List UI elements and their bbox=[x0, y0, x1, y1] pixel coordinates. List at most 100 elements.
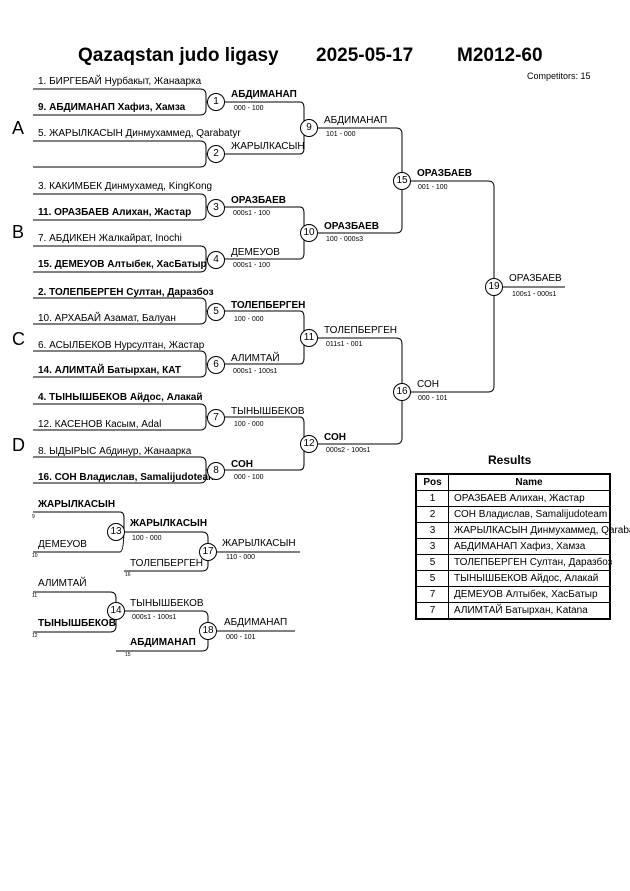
pool-label-c: C bbox=[12, 329, 25, 349]
table-row: 3 АБДИМАНАП Хафиз, Хамза bbox=[415, 538, 611, 555]
match-2-number: 2 bbox=[207, 145, 225, 163]
match-12-number: 12 bbox=[300, 435, 318, 453]
match-17-score: 110 - 000 bbox=[226, 554, 256, 561]
pool-label-d: D bbox=[12, 435, 25, 455]
entry-8: 8. ЫДЫРЫС Абдинур, Жанаарка bbox=[38, 446, 192, 457]
entry-15: 15. ДЕМЕУОВ Алтыбек, ХасБатыр bbox=[38, 259, 207, 270]
rep18-bottom-name: АБДИМАНАП bbox=[130, 637, 196, 648]
entry-12: 12. КАСЕНОВ Касым, Adal bbox=[38, 419, 162, 430]
match-4-score: 000s1 - 100 bbox=[233, 262, 270, 269]
match-5-score: 100 - 000 bbox=[234, 316, 264, 323]
rep14-top-ref: 11 bbox=[32, 593, 38, 599]
table-row: 1 ОРАЗБАЕВ Алихан, Жастар bbox=[415, 490, 611, 507]
match-7-score: 100 - 000 bbox=[234, 421, 264, 428]
match-7-winner: ТЫНЫШБЕКОВ bbox=[231, 406, 305, 417]
entry-11: 11. ОРАЗБАЕВ Алихан, Жастар bbox=[38, 207, 192, 218]
match-19-number: 19 bbox=[485, 278, 503, 296]
competitors-count: Competitors: 15 bbox=[527, 71, 591, 81]
match-3-number: 3 bbox=[207, 199, 225, 217]
match-13-winner: ЖАРЫЛКАСЫН bbox=[130, 518, 208, 529]
match-2-winner: ЖАРЫЛКАСЫН bbox=[231, 141, 305, 152]
match-8-winner: СОН bbox=[231, 459, 253, 470]
match-7-number: 7 bbox=[207, 409, 225, 427]
result-pos: 1 bbox=[415, 490, 449, 507]
table-row: 2 СОН Владислав, Samalijudoteam bbox=[415, 506, 611, 523]
match-10-number: 10 bbox=[300, 224, 318, 242]
result-pos: 5 bbox=[415, 570, 449, 587]
match-9-winner: АБДИМАНАП bbox=[324, 115, 388, 126]
match-11-winner: ТОЛЕПБЕРГЕН bbox=[324, 325, 397, 336]
rep17-bottom-name: ТОЛЕПБЕРГЕН bbox=[130, 558, 203, 569]
weight-category: M2012-60 bbox=[457, 45, 543, 66]
match-6-score: 000s1 - 100s1 bbox=[233, 368, 278, 375]
entry-14: 14. АЛИМТАЙ Батырхан, КАТ bbox=[38, 365, 182, 376]
result-pos: 7 bbox=[415, 586, 449, 603]
match-4-number: 4 bbox=[207, 251, 225, 269]
result-pos: 3 bbox=[415, 538, 449, 555]
match-19-score: 100s1 - 000s1 bbox=[512, 291, 557, 298]
match-16-number: 16 bbox=[393, 383, 411, 401]
match-9-score: 101 - 000 bbox=[326, 131, 356, 138]
match-6-number: 6 bbox=[207, 356, 225, 374]
match-15-winner: ОРАЗБАЕВ bbox=[417, 168, 472, 179]
match-10-winner: ОРАЗБАЕВ bbox=[324, 221, 379, 232]
match-1-score: 000 - 100 bbox=[234, 105, 264, 112]
match-18-number: 18 bbox=[199, 622, 217, 640]
results-table: Pos Name 1 ОРАЗБАЕВ Алихан, Жастар 2 СОН… bbox=[415, 473, 630, 620]
result-name: СОН Владислав, Samalijudoteam bbox=[448, 506, 611, 523]
match-12-score: 000s2 - 100s1 bbox=[326, 447, 371, 454]
results-title: Results bbox=[488, 453, 532, 467]
entry-5: 5. ЖАРЫЛКАСЫН Динмухаммед, Qarabatyr bbox=[38, 128, 241, 139]
match-9-number: 9 bbox=[300, 119, 318, 137]
match-18-score: 000 - 101 bbox=[226, 634, 256, 641]
match-15-score: 001 - 100 bbox=[418, 184, 448, 191]
result-pos: 7 bbox=[415, 602, 449, 620]
match-4-winner: ДЕМЕУОВ bbox=[231, 247, 280, 258]
match-16-winner: СОН bbox=[417, 379, 440, 390]
league-title: Qazaqstan judo ligasy bbox=[78, 45, 279, 66]
match-17-number: 17 bbox=[199, 543, 217, 561]
result-pos: 2 bbox=[415, 506, 449, 523]
result-name: ДЕМЕУОВ Алтыбек, ХасБатыр bbox=[448, 586, 611, 603]
match-13-score: 100 - 000 bbox=[132, 535, 162, 542]
result-name: АЛИМТАЙ Батырхан, Katana bbox=[448, 602, 611, 620]
entry-1: 1. БИРГЕБАЙ Нурбакыт, Жанаарка bbox=[38, 76, 202, 87]
table-row: 5 ТОЛЕПБЕРГЕН Султан, Даразбоз bbox=[415, 554, 612, 571]
entry-10: 10. АРХАБАЙ Азамат, Балуан bbox=[38, 313, 176, 324]
event-date: 2025-05-17 bbox=[316, 45, 414, 66]
match-17-winner: ЖАРЫЛКАСЫН bbox=[222, 538, 296, 549]
rep13-top-ref: 9 bbox=[32, 514, 35, 520]
rep13-bottom-ref: 10 bbox=[32, 553, 38, 559]
rep14-bottom-name: ТЫНЫШБЕКОВ bbox=[38, 618, 116, 629]
match-11-number: 11 bbox=[300, 329, 318, 347]
rep17-bottom-ref: 16 bbox=[125, 572, 131, 578]
entry-9: 9. АБДИМАНАП Хафиз, Хамза bbox=[38, 102, 186, 113]
match-14-number: 14 bbox=[107, 602, 125, 620]
table-row: 3 ЖАРЫЛКАСЫН Динмухаммед, Qarabatyr bbox=[415, 522, 630, 539]
entry-6: 6. АСЫЛБЕКОВ Нурсултан, Жастар bbox=[38, 340, 205, 351]
entry-2: 2. ТОЛЕПБЕРГЕН Султан, Даразбоз bbox=[38, 287, 214, 298]
match-15-number: 15 bbox=[393, 172, 411, 190]
result-name: АБДИМАНАП Хафиз, Хамза bbox=[448, 538, 611, 555]
match-8-score: 000 - 100 bbox=[234, 474, 264, 481]
result-name: ЖАРЫЛКАСЫН Динмухаммед, Qarabatyr bbox=[448, 522, 630, 539]
result-name: ОРАЗБАЕВ Алихан, Жастар bbox=[448, 490, 611, 507]
rep13-bottom-name: ДЕМЕУОВ bbox=[38, 539, 87, 550]
results-header-row: Pos Name bbox=[415, 473, 611, 491]
pool-label-b: B bbox=[12, 222, 25, 242]
result-pos: 3 bbox=[415, 522, 449, 539]
match-19-winner: ОРАЗБАЕВ bbox=[509, 273, 562, 284]
table-row: 7 АЛИМТАЙ Батырхан, Katana bbox=[415, 602, 611, 620]
rep13-top-name: ЖАРЫЛКАСЫН bbox=[38, 499, 116, 510]
match-1-winner: АБДИМАНАП bbox=[231, 89, 297, 100]
match-3-score: 000s1 - 100 bbox=[233, 210, 270, 217]
result-name: ТЫНЫШБЕКОВ Айдос, Алакай bbox=[448, 570, 611, 587]
entry-4: 4. ТЫНЫШБЕКОВ Айдос, Алакай bbox=[38, 392, 203, 403]
match-14-winner: ТЫНЫШБЕКОВ bbox=[130, 598, 204, 609]
match-12-winner: СОН bbox=[324, 432, 346, 443]
match-18-winner: АБДИМАНАП bbox=[224, 617, 288, 628]
rep14-bottom-ref: 12 bbox=[32, 633, 38, 639]
match-8-number: 8 bbox=[207, 462, 225, 480]
match-16-score: 000 - 101 bbox=[418, 395, 448, 402]
results-header-pos: Pos bbox=[415, 473, 449, 491]
